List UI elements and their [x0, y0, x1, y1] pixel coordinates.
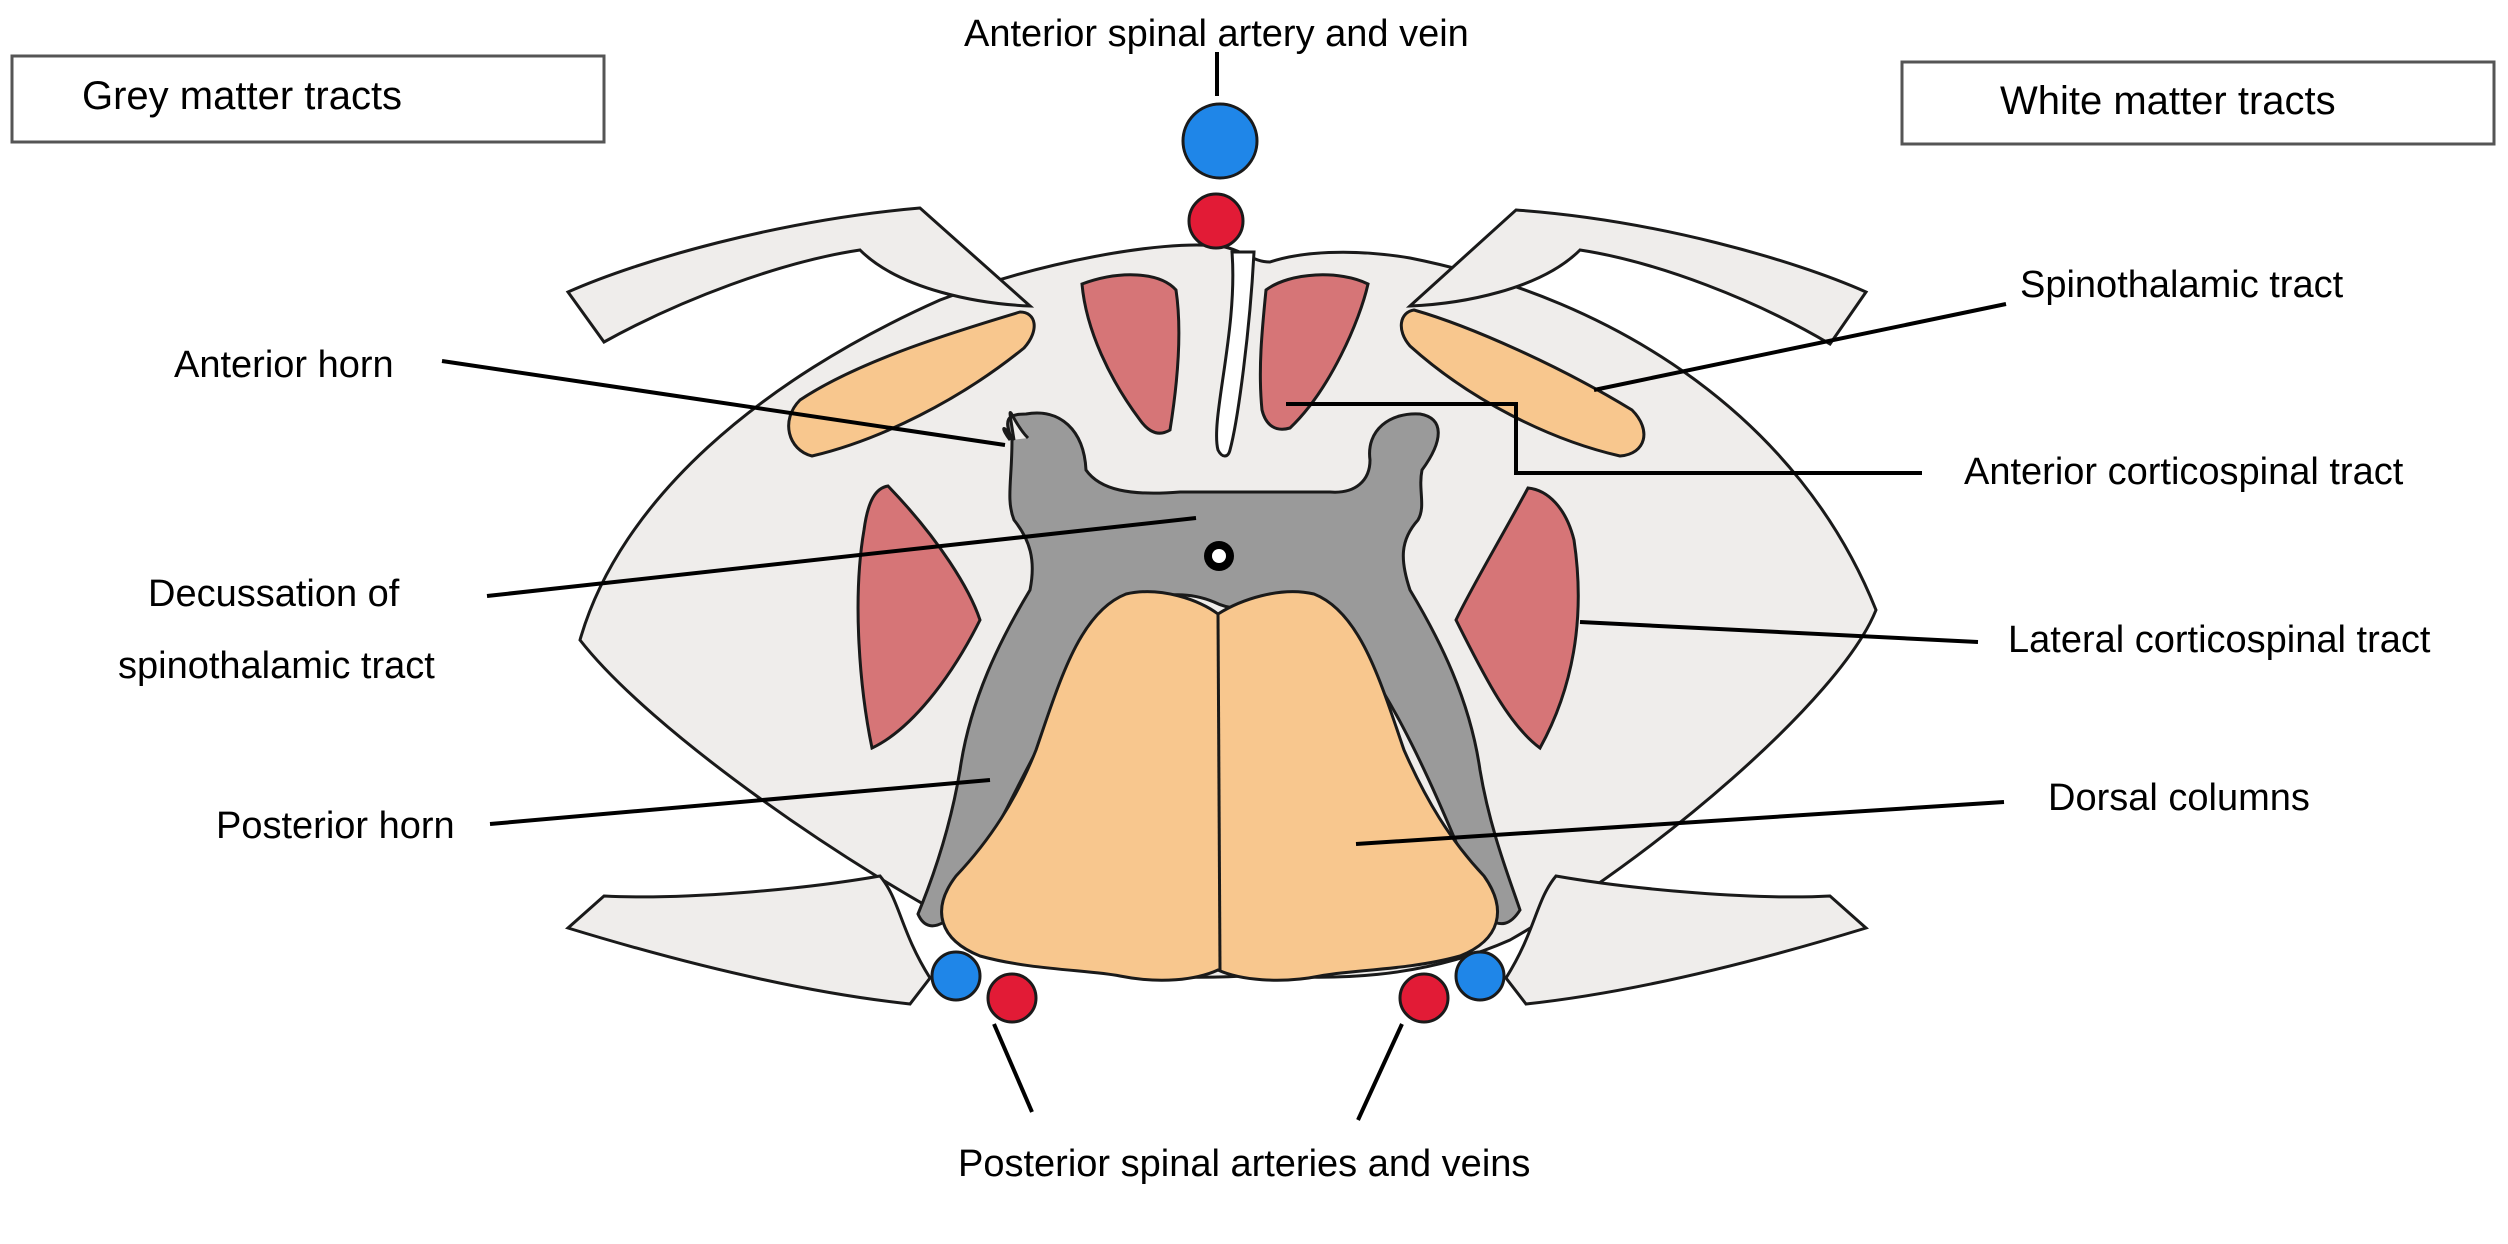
- grey-matter-legend: Grey matter tracts: [10, 54, 606, 144]
- posterior-horn-leader: [489, 778, 991, 826]
- posterior-spinal-vein-left: [930, 950, 982, 1002]
- anterior-corticospinal-tract-right: [1258, 273, 1370, 431]
- white-matter-legend-box: [1900, 60, 2496, 146]
- dorsal-columns-leader: [1355, 800, 2005, 846]
- decussation-label-line2: spinothalamic tract: [118, 645, 435, 687]
- anterior-horn-leader: [441, 359, 1006, 447]
- posterior-nerve-root-right: [1504, 874, 1869, 1006]
- grey-matter-legend-box: [10, 54, 606, 144]
- anterior-spinal-vein: [1181, 102, 1259, 180]
- anterior-corticospinal-leader: [1286, 402, 1922, 475]
- posterior-spinal-vein-right: [1454, 950, 1506, 1002]
- anterior-nerve-root-right: [1405, 208, 1869, 347]
- posterior-spinal-leader-right: [1356, 1023, 1404, 1121]
- lateral-corticospinal-leader: [1579, 620, 1979, 644]
- posterior-spinal-artery-left: [986, 972, 1038, 1024]
- anterior-spinal-artery: [1187, 192, 1245, 250]
- posterior-spinal-artery-right: [1398, 972, 1450, 1024]
- dorsal-columns-label: Dorsal columns: [2048, 777, 2310, 819]
- decussation-label-line1: Decussation of: [148, 573, 400, 615]
- posterior-nerve-root-left: [565, 874, 932, 1006]
- decussation-leader: [486, 516, 1197, 598]
- central-canal-lumen: [1212, 549, 1226, 563]
- anterior-corticospinal-label: Anterior corticospinal tract: [1964, 451, 2404, 493]
- lateral-corticospinal-tract-right: [1454, 486, 1580, 751]
- anterior-median-fissure: [1215, 250, 1256, 458]
- anterior-spinal-label: Anterior spinal artery and vein: [964, 13, 1469, 55]
- dorsal-median-septum: [1216, 613, 1222, 971]
- anterior-nerve-root-left: [565, 206, 1035, 344]
- spinothalamic-leader: [1593, 302, 2007, 392]
- posterior-spinal-label: Posterior spinal arteries and veins: [958, 1143, 1530, 1185]
- grey-matter-legend-label: Grey matter tracts: [82, 74, 402, 118]
- anterior-corticospinal-tract-left: [1080, 273, 1181, 435]
- spinothalamic-label: Spinothalamic tract: [2020, 264, 2344, 306]
- posterior-horn-label: Posterior horn: [216, 805, 455, 847]
- white-matter-legend: White matter tracts: [1900, 60, 2496, 146]
- anterior-horn-label: Anterior horn: [174, 344, 394, 386]
- spinothalamic-tract-right: [1399, 308, 1646, 458]
- white-matter-legend-label: White matter tracts: [2000, 79, 2336, 123]
- lateral-corticospinal-label: Lateral corticospinal tract: [2008, 619, 2431, 661]
- posterior-spinal-leader-left: [992, 1023, 1034, 1113]
